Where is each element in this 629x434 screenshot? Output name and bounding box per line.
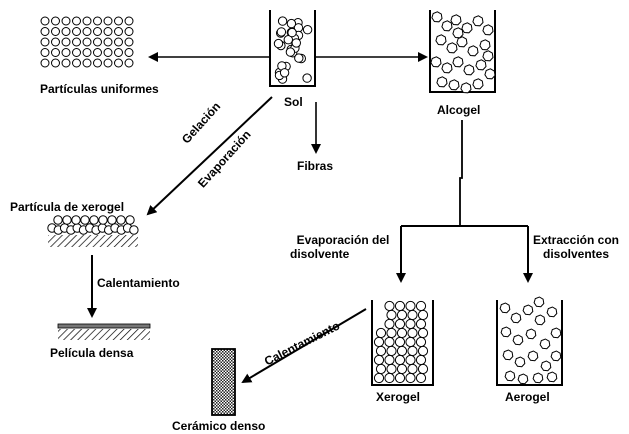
label-extraccion-con-disolventes: Extracción con disolventes	[524, 233, 628, 261]
arrow-calentamiento-ceramic	[241, 308, 367, 384]
alcogel-branch-lines	[396, 120, 533, 283]
label-pelicula-densa: Película densa	[50, 346, 134, 360]
label-ceramico-denso: Cerámico denso	[172, 419, 266, 433]
label-fibras: Fibras	[297, 159, 334, 173]
dense-ceramic-block	[211, 348, 236, 416]
alcogel-network	[430, 11, 496, 94]
label-particulas-uniformes: Partículas uniformes	[40, 82, 159, 96]
label-evaporacion-line-1: Evaporación del	[296, 233, 390, 247]
label-evaporacion-line-2: disolvente	[290, 247, 350, 261]
aerogel-network	[499, 296, 562, 385]
label-sol: Sol	[284, 95, 303, 109]
dense-film	[57, 323, 151, 340]
arrow-to-xerogel-particle	[146, 96, 273, 216]
xerogel-particles	[373, 300, 429, 384]
label-aerogel: Aerogel	[505, 390, 550, 404]
label-calentamiento-film: Calentamiento	[97, 276, 180, 290]
xerogel-particle-film	[47, 215, 139, 247]
label-extraccion-line-2: disolventes	[542, 247, 610, 261]
xerogel-container	[371, 300, 434, 386]
sol-container	[269, 10, 316, 87]
sol-particles	[273, 16, 313, 84]
uniform-particles-grid	[40, 16, 134, 68]
alcogel-container	[429, 10, 496, 94]
label-xerogel: Xerogel	[376, 390, 421, 404]
label-evaporacion-del-disolvente: Evaporación del disolvente	[280, 233, 406, 261]
label-alcogel: Alcogel	[437, 103, 481, 117]
label-extraccion-line-1: Extracción con	[532, 233, 620, 247]
label-particula-de-xerogel: Partícula de xerogel	[10, 200, 125, 214]
aerogel-container	[496, 296, 563, 386]
